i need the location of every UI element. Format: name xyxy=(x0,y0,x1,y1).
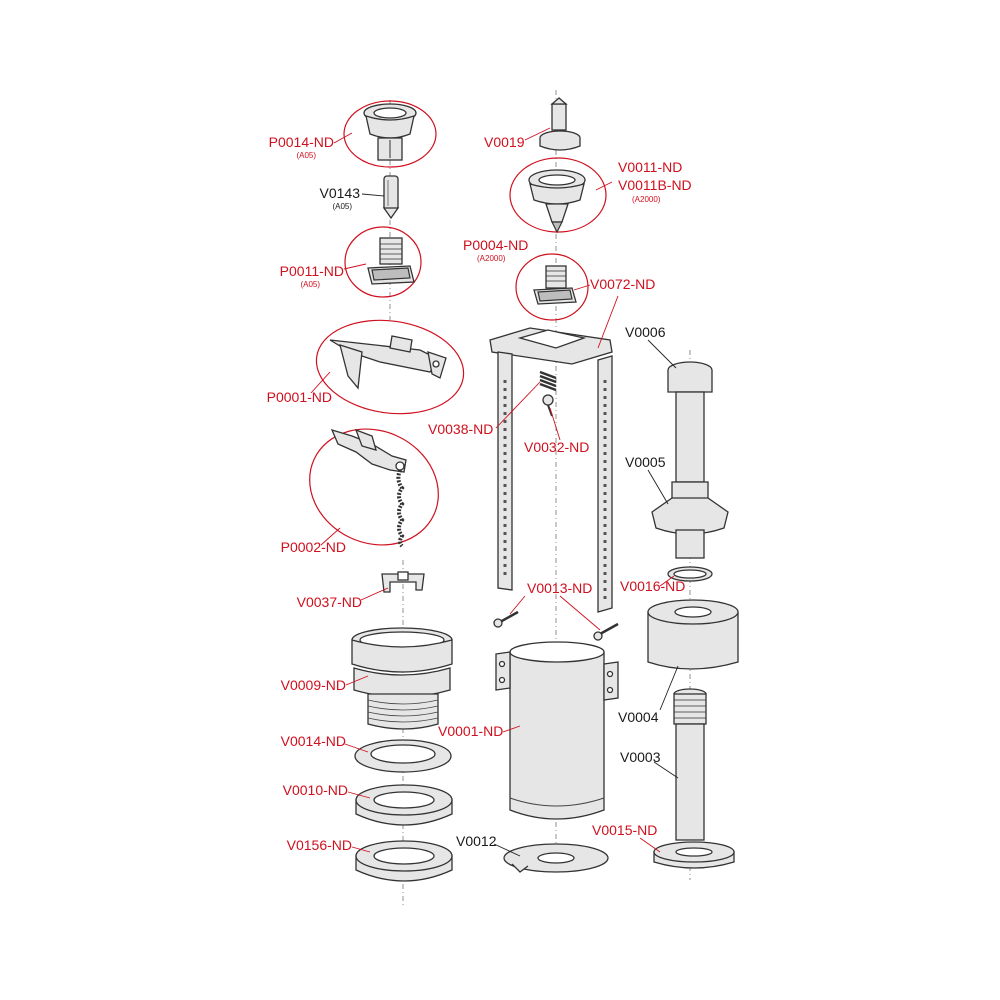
label-p0011-variant: (A05) xyxy=(300,280,320,289)
leader-v0038 xyxy=(495,381,541,429)
v0009-body-drawing xyxy=(351,627,453,730)
label-p0002: P0002-ND xyxy=(280,539,346,555)
p0002-chain-drawing xyxy=(309,428,439,548)
p0001-lever-drawing xyxy=(315,319,465,415)
leader-v0013 xyxy=(509,595,601,631)
label-v0014: V0014-ND xyxy=(280,733,346,749)
label-p0004-variant: (A2000) xyxy=(477,254,506,263)
leader-v0032 xyxy=(549,407,561,441)
leader-v0016 xyxy=(659,575,675,587)
label-v0004: V0004 xyxy=(618,709,659,725)
leader-v0072-top xyxy=(573,284,591,291)
leader-v0005 xyxy=(647,469,669,505)
leader-v0006 xyxy=(647,339,677,369)
label-v0013: V0013-ND xyxy=(527,580,593,596)
v0032-screw-drawing xyxy=(542,394,554,417)
label-v0072: V0072-ND xyxy=(590,276,656,292)
label-p0001: P0001-ND xyxy=(266,389,332,405)
v0156-nut-drawing xyxy=(355,840,453,882)
v0003-tube-drawing xyxy=(673,688,707,841)
leader-v0010 xyxy=(347,791,371,799)
v0001-cup-drawing xyxy=(495,641,619,820)
leader-p0002 xyxy=(320,527,341,546)
leader-v0003 xyxy=(653,761,679,779)
v0072-frame-drawing xyxy=(489,327,613,613)
label-v0005: V0005 xyxy=(625,454,666,470)
leader-p0014 xyxy=(333,132,353,144)
label-v0032: V0032-ND xyxy=(524,439,590,455)
leader-v0037 xyxy=(360,587,389,601)
leader-v0009 xyxy=(345,675,369,686)
p0011-stem-drawing xyxy=(344,226,422,298)
label-v0012: V0012 xyxy=(456,833,497,849)
label-p0014-variant: (A05) xyxy=(296,151,316,160)
label-v0015: V0015-ND xyxy=(592,822,658,838)
leader-v0019 xyxy=(524,127,551,141)
label-v0037: V0037-ND xyxy=(296,594,362,610)
v0019-spindle-drawing xyxy=(539,97,581,151)
label-v0010: V0010-ND xyxy=(282,782,348,798)
label-v0019: V0019 xyxy=(484,134,525,150)
label-p0004: P0004-ND xyxy=(463,237,529,253)
v0037-clip-drawing xyxy=(381,571,425,593)
label-p0011: P0011-ND xyxy=(279,263,344,279)
leader-v0014 xyxy=(344,743,369,753)
leader-v0072 xyxy=(597,295,619,349)
p0014-button-drawing xyxy=(343,100,437,168)
v0010-nut-drawing xyxy=(355,784,453,826)
v0005-overflow-drawing xyxy=(651,481,729,559)
leader-v0001 xyxy=(502,725,521,733)
leader-v0004 xyxy=(659,665,679,711)
label-v0001: V0001-ND xyxy=(438,723,504,739)
v0014-gasket-drawing xyxy=(354,739,452,773)
p0004-stem-drawing xyxy=(515,253,589,321)
leader-v0011 xyxy=(595,181,613,191)
label-p0014: P0014-ND xyxy=(268,134,334,150)
leader-v0143 xyxy=(361,193,385,197)
v0006-tube-drawing xyxy=(667,361,713,483)
label-v0011b: V0011B-ND xyxy=(618,177,692,193)
v0012-plate-drawing xyxy=(503,843,609,873)
v0015-base-drawing xyxy=(653,841,735,869)
label-v0006: V0006 xyxy=(625,324,666,340)
label-v0156: V0156-ND xyxy=(286,837,352,853)
label-v0003: V0003 xyxy=(620,749,661,765)
label-v0011-variant: (A2000) xyxy=(632,195,661,204)
v0038-spring-drawing xyxy=(539,370,557,392)
v0013-screws-drawing xyxy=(493,610,619,641)
v0011-button-drawing xyxy=(509,157,607,234)
leader-v0015 xyxy=(639,837,661,853)
v0016-ring-drawing xyxy=(667,566,713,582)
leader-p0011 xyxy=(343,263,367,270)
label-v0143: V0143 xyxy=(319,185,360,201)
label-v0009: V0009-ND xyxy=(280,677,346,693)
label-v0011: V0011-ND xyxy=(618,159,683,175)
v0004-float-drawing xyxy=(647,599,739,670)
label-v0016: V0016-ND xyxy=(620,578,686,594)
label-v0143-variant: (A05) xyxy=(332,202,352,211)
leader-v0012 xyxy=(493,843,521,857)
v0143-pin-drawing xyxy=(382,175,400,220)
leader-p0001 xyxy=(310,371,331,394)
label-v0038: V0038-ND xyxy=(428,421,494,437)
leader-v0156 xyxy=(351,846,371,853)
